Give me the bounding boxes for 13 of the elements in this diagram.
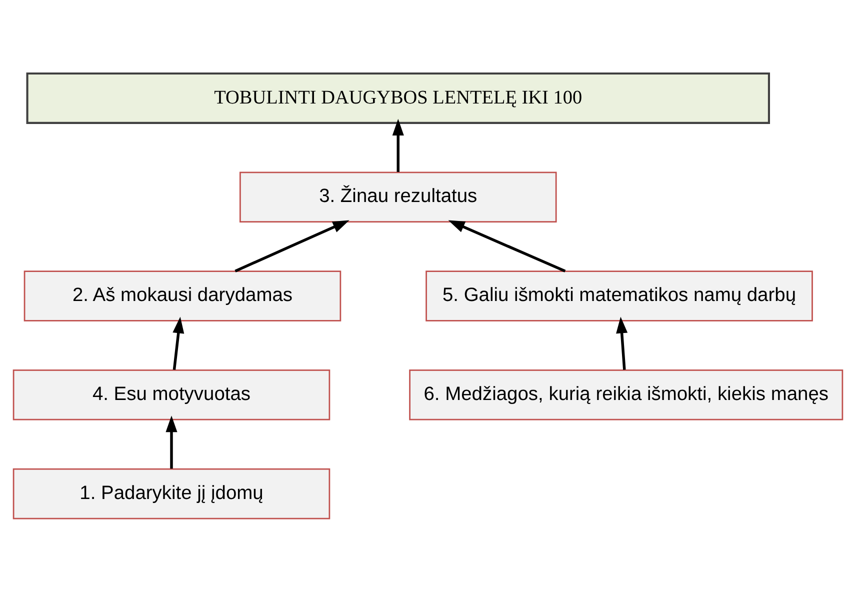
node-box: TOBULINTI DAUGYBOS LENTELĘ IKI 100 bbox=[26, 72, 770, 124]
arrow bbox=[392, 118, 404, 172]
node-box: 6. Medžiagos, kurią reikia išmokti, kiekis manęs bbox=[409, 368, 844, 420]
node-box: 3. Žinau rezultatus bbox=[239, 171, 557, 222]
arrow bbox=[234, 220, 350, 272]
node-box: 5. Galiu išmokti matematikos namų darbų bbox=[426, 270, 813, 321]
node-box: 1. Padarykite jį įdomų bbox=[12, 468, 330, 519]
arrow bbox=[616, 316, 628, 370]
arrow bbox=[448, 220, 566, 272]
node-box: 2. Aš mokausi darydamas bbox=[24, 270, 342, 321]
arrow bbox=[166, 415, 178, 468]
node-box: 4. Esu motyvuotas bbox=[12, 368, 330, 420]
arrow bbox=[172, 316, 184, 370]
